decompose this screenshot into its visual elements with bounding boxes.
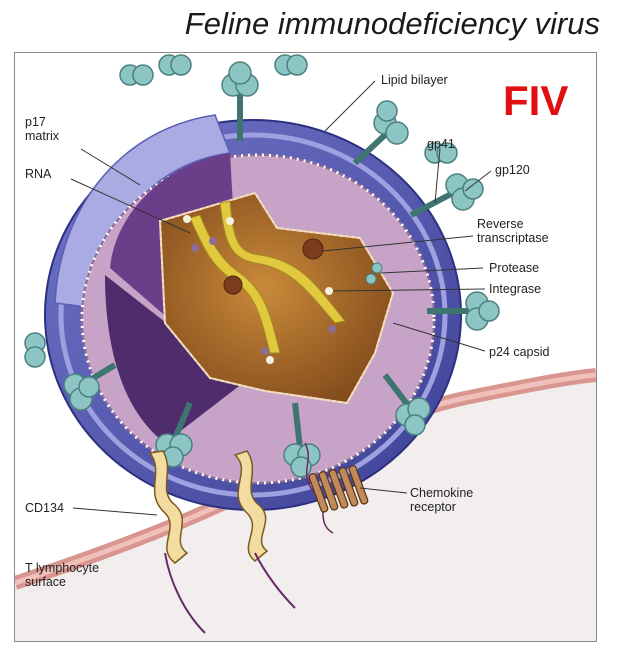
label-integrase: Integrase (489, 282, 542, 296)
reverse-transcriptase (223, 275, 243, 295)
reverse-transcriptase (302, 238, 324, 260)
label-gp41: gp41 (427, 137, 455, 151)
protease (365, 273, 377, 285)
leader-lines (70, 80, 492, 516)
label-gp120: gp120 (495, 163, 530, 177)
diagram-frame: FIV Lipid bilayer p17 matrix RNA gp41 gp… (14, 52, 597, 642)
gp120 (24, 54, 500, 478)
rna-strand (219, 200, 346, 324)
rna-strand (189, 214, 281, 354)
integrase (325, 287, 333, 295)
label-t-lymphocyte-surface: T lymphocyte surface (25, 561, 100, 589)
label-chemokine-receptor: Chemokine receptor (410, 486, 474, 514)
label-reverse-transcriptase: Reverse transcriptase (477, 217, 549, 245)
chemokine-receptor (308, 465, 369, 513)
gp41-stalk (83, 93, 473, 449)
host-cell (15, 375, 596, 641)
fiv-badge: FIV (503, 77, 569, 124)
label-p24-capsid: p24 capsid (489, 345, 550, 359)
protease (371, 262, 383, 274)
label-p17-matrix: p17 matrix (25, 115, 60, 143)
label-protease: Protease (489, 261, 540, 275)
page-title: Feline immunodeficiency virus (184, 6, 600, 41)
label-lipid-bilayer: Lipid bilayer (381, 73, 448, 87)
label-rna: RNA (25, 167, 52, 181)
label-cd134: CD134 (25, 501, 64, 515)
virion-illustration (15, 54, 596, 641)
cd134 (148, 450, 269, 564)
